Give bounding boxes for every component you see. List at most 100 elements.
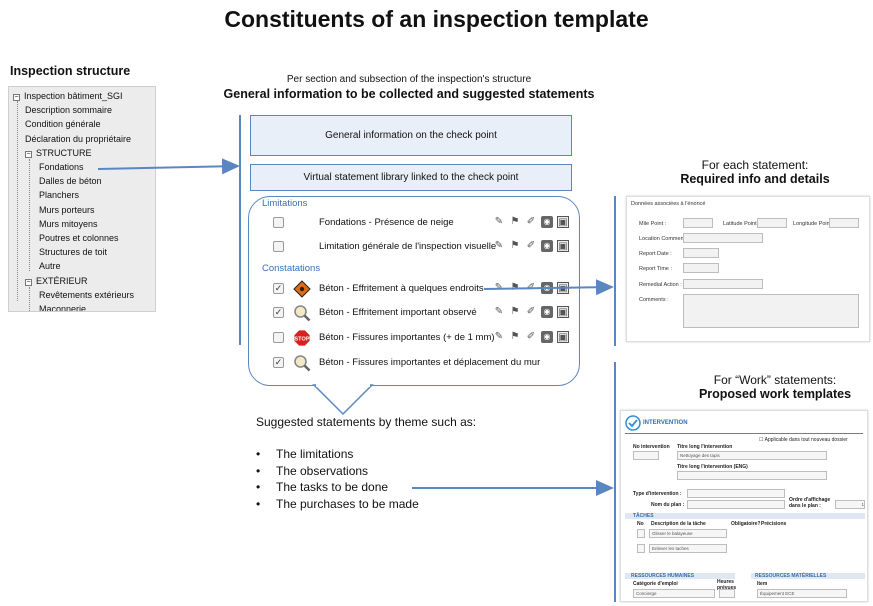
work-template-form: INTERVENTION ☐ Applicable dans tout nouv…	[620, 410, 868, 602]
statement-library-bubble: Limitations Fondations - Présence de nei…	[248, 196, 580, 386]
camera-icon[interactable]: ◉	[541, 331, 553, 343]
plan-label: Nom du plan :	[651, 502, 685, 508]
statement-checkbox[interactable]: ✓	[273, 357, 284, 368]
tree-node[interactable]: −STRUCTURE	[25, 148, 92, 158]
applicable-text: Applicable dans tout nouveau dossier	[764, 437, 848, 443]
screenshot-icon[interactable]: ▣	[557, 240, 569, 252]
microphone-icon[interactable]: ✎	[494, 282, 504, 293]
statement-checkbox[interactable]	[273, 332, 284, 343]
statement-row: ✓Béton - Effritement important observé✎⚑…	[249, 303, 579, 323]
screenshot-icon[interactable]: ▣	[557, 306, 569, 318]
tree-node[interactable]: Description sommaire	[25, 105, 112, 115]
screenshot-icon[interactable]: ▣	[557, 216, 569, 228]
microphone-icon[interactable]: ✎	[494, 240, 504, 251]
diagram-title: Constituents of an inspection template	[224, 6, 649, 32]
latitude-input[interactable]	[757, 218, 787, 228]
categorie-input[interactable]: Concierge	[633, 589, 715, 598]
no-intervention-input[interactable]	[633, 451, 659, 460]
suggested-list-item: •The purchases to be made	[256, 497, 419, 511]
form-title: Données associées à l'énoncé	[631, 201, 706, 207]
item-input[interactable]: Équipement ECE	[757, 589, 847, 598]
bullet-icon: •	[256, 496, 261, 511]
tree-node[interactable]: Structures de toit	[39, 247, 107, 257]
tree-node[interactable]: −EXTÉRIEUR	[25, 276, 88, 286]
collapse-toggle-icon[interactable]: −	[25, 278, 32, 286]
tree-node[interactable]: Murs mitoyens	[39, 219, 98, 229]
type-input[interactable]	[687, 489, 785, 498]
tree-node[interactable]: Planchers	[39, 190, 79, 200]
statement-tools: ✎ ⚑ ✐ ◉ ▣	[493, 331, 569, 343]
flag-icon[interactable]: ⚑	[510, 306, 520, 317]
screenshot-icon[interactable]: ▣	[557, 331, 569, 343]
flag-icon[interactable]: ⚑	[510, 282, 520, 293]
right-bottom-heading2: Proposed work templates	[698, 387, 852, 401]
statement-checkbox[interactable]	[273, 217, 284, 228]
remedial-action-input[interactable]	[683, 279, 763, 289]
tree-node[interactable]: Autre	[39, 261, 61, 271]
report-time-input[interactable]	[683, 263, 719, 273]
location-comments-input[interactable]	[683, 233, 763, 243]
longitude-input[interactable]	[829, 218, 859, 228]
tree-node[interactable]: Fondations	[39, 162, 84, 172]
statement-checkbox[interactable]	[273, 241, 284, 252]
statement-tools: ✎ ⚑ ✐ ◉ ▣	[493, 240, 569, 252]
stop-sign-icon: STOP	[293, 329, 311, 347]
materielles-band	[751, 573, 865, 579]
bullet-icon: •	[256, 463, 261, 478]
flag-icon[interactable]: ⚑	[510, 240, 520, 251]
pencil-icon[interactable]: ✐	[526, 331, 536, 342]
plan-input[interactable]	[687, 500, 785, 509]
suggested-list-item: •The observations	[256, 464, 368, 478]
tree-node[interactable]: Maçonnerie	[39, 304, 87, 312]
comments-label: Comments :	[639, 297, 669, 303]
task-row-2-desc[interactable]: Enlever les taches	[649, 544, 727, 553]
tree-node[interactable]: Murs porteurs	[39, 205, 95, 215]
titre-eng-input[interactable]	[677, 471, 827, 480]
mile-point-label: Mile Point :	[639, 221, 667, 227]
heures-input[interactable]	[719, 589, 735, 598]
tree-node-label: Maçonnerie	[39, 304, 87, 312]
no-intervention-label: No intervention	[633, 444, 670, 450]
camera-icon[interactable]: ◉	[541, 216, 553, 228]
pencil-icon[interactable]: ✐	[526, 216, 536, 227]
latitude-label: Latitude Point :	[723, 221, 760, 227]
titre-label: Titre long l'intervention	[677, 444, 733, 450]
pencil-icon[interactable]: ✐	[526, 306, 536, 317]
comments-input[interactable]	[683, 294, 859, 328]
tree-node[interactable]: −Inspection bâtiment_SGI	[13, 91, 123, 101]
tree-guide-line	[29, 159, 30, 271]
tree-node[interactable]: Revêtements extérieurs	[39, 290, 134, 300]
microphone-icon[interactable]: ✎	[494, 306, 504, 317]
taches-band	[625, 513, 865, 519]
pencil-icon[interactable]: ✐	[526, 240, 536, 251]
tree-node[interactable]: Déclaration du propriétaire	[25, 134, 131, 144]
longitude-label: Longitude Point :	[793, 221, 835, 227]
statement-checkbox[interactable]: ✓	[273, 283, 284, 294]
applicable-checkbox-label[interactable]: ☐ Applicable dans tout nouveau dossier	[759, 437, 848, 443]
task-row-1-desc[interactable]: Glisser le balayeuse	[649, 529, 727, 538]
tree-node[interactable]: Dalles de béton	[39, 176, 102, 186]
titre-input[interactable]: Nettoyage des tapis	[677, 451, 827, 460]
flag-icon[interactable]: ⚑	[510, 216, 520, 227]
flag-icon[interactable]: ⚑	[510, 331, 520, 342]
task-row-2-no[interactable]	[637, 544, 645, 553]
camera-icon[interactable]: ◉	[541, 306, 553, 318]
report-date-input[interactable]	[683, 248, 719, 258]
collapse-toggle-icon[interactable]: −	[25, 150, 32, 158]
tree-node[interactable]: Poutres et colonnes	[39, 233, 119, 243]
camera-icon[interactable]: ◉	[541, 240, 553, 252]
right-bottom-frame-line	[614, 362, 616, 602]
suggested-list-item: •The tasks to be done	[256, 480, 388, 494]
task-row-1-no[interactable]	[637, 529, 645, 538]
collapse-toggle-icon[interactable]: −	[13, 94, 20, 101]
mile-point-input[interactable]	[683, 218, 713, 228]
ressources-humaines-label: RESSOURCES HUMAINES	[631, 573, 695, 579]
tree-node-label: Condition générale	[25, 119, 101, 130]
microphone-icon[interactable]: ✎	[494, 216, 504, 227]
microphone-icon[interactable]: ✎	[494, 331, 504, 342]
ordre-input[interactable]: 1	[835, 500, 865, 509]
statement-checkbox[interactable]: ✓	[273, 307, 284, 318]
statement-tools: ✎ ⚑ ✐ ◉ ▣	[493, 306, 569, 318]
tree-node[interactable]: Condition générale	[25, 119, 101, 129]
